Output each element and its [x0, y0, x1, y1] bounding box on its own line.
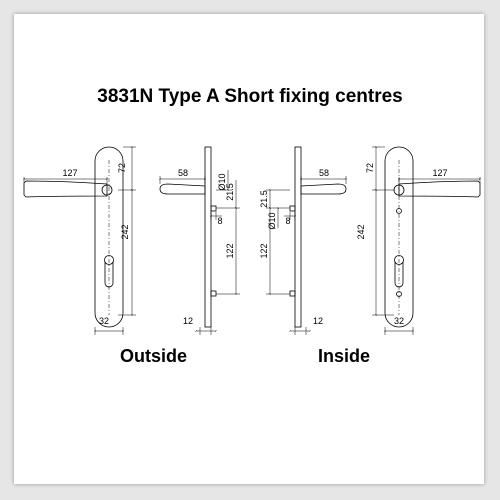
- inside-side-boss-bottom: [289, 290, 296, 297]
- dim-outside-spindle-dia: Ø10: [217, 173, 227, 190]
- diagram-title: 3831N Type A Short fixing centres: [97, 86, 403, 107]
- dim-inside-boss-width: 8: [285, 216, 290, 226]
- dim-outside-spindle-to-cylinder: 242: [120, 224, 130, 239]
- outside-side-plate: [204, 146, 212, 328]
- inside-lever: [398, 180, 481, 198]
- inside-side-view: [266, 146, 347, 335]
- dim-outside-plate-depth: 12: [183, 316, 193, 326]
- inside-front-view: [372, 146, 481, 335]
- outside-side-lever: [159, 183, 206, 195]
- dim-inside-lever-length: 127: [432, 168, 447, 178]
- inside-side-lever: [300, 183, 347, 195]
- dim-outside-plate-width: 32: [99, 316, 109, 326]
- outside-side-boss-top: [210, 205, 217, 212]
- dim-inside-spindle-to-cylinder: 242: [356, 224, 366, 239]
- outside-side-view: [159, 146, 240, 335]
- caption-inside: Inside: [318, 346, 371, 366]
- dim-outside-lever-projection: 58: [178, 168, 188, 178]
- dim-inside-offset: 21.5: [259, 190, 269, 208]
- dim-outside-boss-width: 8: [217, 216, 222, 226]
- outside-lever: [23, 180, 108, 198]
- dim-outside-fixing-centres: 122: [225, 243, 235, 258]
- outside-backplate: [94, 146, 124, 328]
- dim-inside-fixing-centres: 122: [259, 243, 269, 258]
- inside-side-plate: [294, 146, 302, 328]
- dim-outside-lever-length: 127: [62, 168, 77, 178]
- inside-side-boss-top: [289, 205, 296, 212]
- dim-outside-offset: 21.5: [225, 183, 235, 201]
- dim-inside-spindle-dia: Ø10: [267, 212, 277, 229]
- dim-inside-plate-width: 32: [394, 316, 404, 326]
- dim-inside-top-to-spindle: 72: [365, 163, 375, 173]
- image-frame: [14, 14, 484, 484]
- dim-outside-top-to-spindle: 72: [117, 163, 127, 173]
- outside-front-view: [23, 146, 136, 335]
- caption-outside: Outside: [120, 346, 188, 366]
- dim-inside-plate-depth: 12: [313, 316, 323, 326]
- dim-inside-lever-projection: 58: [319, 168, 329, 178]
- outside-side-boss-bottom: [210, 290, 217, 297]
- inside-backplate: [384, 146, 414, 328]
